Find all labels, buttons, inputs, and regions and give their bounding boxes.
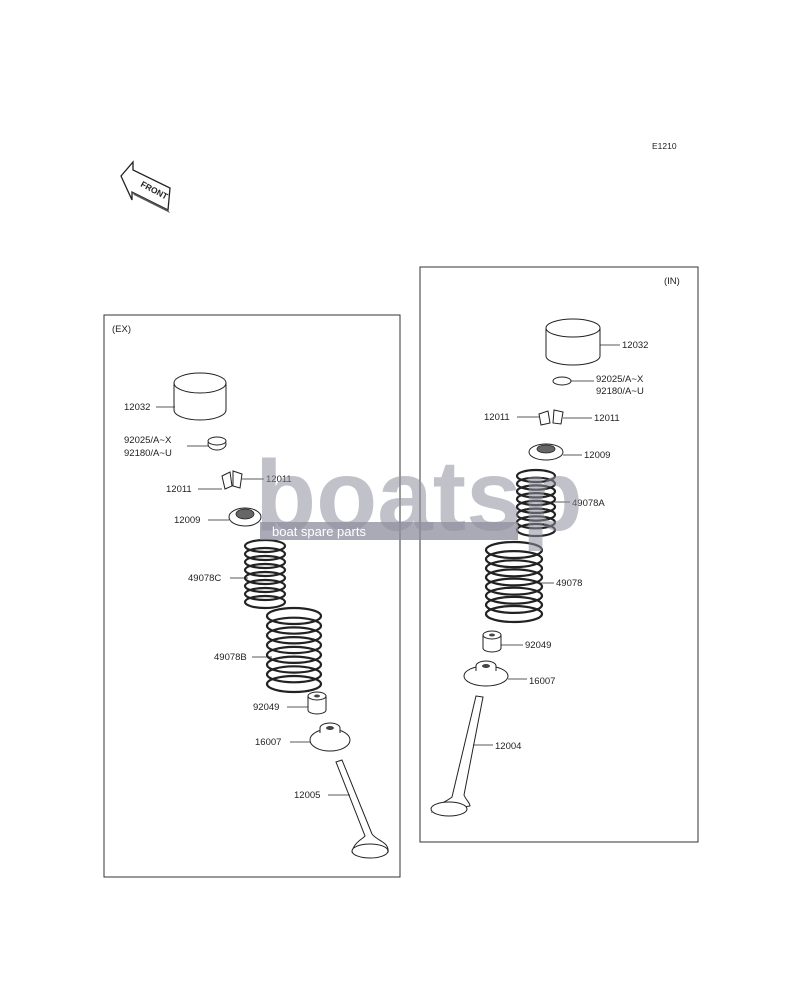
in-spring-outer-label: 49078	[556, 578, 582, 589]
panel-intake-frame	[419, 266, 699, 843]
panel-intake: (IN) 12032 92025/A~X 92180/A~U 12011 120…	[419, 266, 699, 843]
spring-coil	[265, 655, 323, 674]
watermark-band	[260, 522, 518, 540]
in-stem-seal-label: 92049	[525, 640, 551, 651]
watermark: boatsp boat spare parts	[255, 440, 583, 552]
in-spring-inner-label: 49078A	[572, 498, 605, 509]
ex-keeper-right-label: 12011	[266, 474, 292, 485]
in-keepers: 12011 12011	[484, 409, 620, 426]
panel-intake-title: (IN)	[664, 276, 680, 287]
spring-coil	[265, 616, 323, 635]
in-retainer-label: 12009	[584, 450, 610, 461]
ex-keeper-left-label: 12011	[166, 484, 192, 495]
in-tappet-label: 12032	[622, 340, 648, 351]
spring-coil	[515, 492, 557, 507]
spring-coil	[484, 595, 544, 615]
spring-coil	[243, 554, 287, 570]
spring-coil	[515, 499, 557, 514]
spring-coil	[243, 562, 287, 578]
spring-coil	[265, 665, 323, 684]
in-valve-label: 12004	[495, 741, 521, 752]
in-seat: 16007	[463, 660, 555, 687]
ex-shim-label-b: 92180/A~U	[124, 448, 172, 459]
spring-coil	[515, 507, 557, 522]
spring-coil	[515, 484, 557, 499]
in-seat-label: 16007	[529, 676, 555, 687]
spring-coil	[265, 674, 323, 694]
ex-stem-seal: 92049	[253, 691, 327, 715]
in-spring-outer: 49078	[484, 540, 582, 624]
spring-coil	[484, 559, 544, 578]
ex-seat: 16007	[255, 722, 351, 752]
in-valve: 12004	[430, 695, 521, 817]
in-tappet: 12032	[545, 318, 648, 366]
in-keeper-right-label: 12011	[594, 413, 620, 424]
spring-coil	[243, 578, 287, 594]
panel-exhaust-frame	[103, 314, 401, 878]
ex-spring-inner-label: 49078C	[188, 573, 221, 584]
in-retainer: 12009	[528, 443, 610, 461]
diagram-code: E1210	[652, 141, 677, 151]
spring-coil	[265, 635, 323, 655]
watermark-tagline: boat spare parts	[272, 524, 366, 539]
in-stem-seal: 92049	[482, 630, 551, 653]
spring-coil	[265, 645, 323, 665]
ex-valve-label: 12005	[294, 790, 320, 801]
ex-shim-label-a: 92025/A~X	[124, 435, 172, 446]
spring-coil	[265, 626, 323, 645]
ex-keepers: 12011 12011	[166, 470, 292, 495]
in-shim-label-a: 92025/A~X	[596, 374, 644, 385]
spring-coil	[515, 476, 557, 491]
ex-seat-label: 16007	[255, 737, 281, 748]
spring-coil	[484, 549, 544, 569]
ex-valve: 12005	[294, 759, 389, 859]
spring-coil	[243, 594, 287, 610]
ex-spring-outer-label: 49078B	[214, 652, 247, 663]
in-shim-label-b: 92180/A~U	[596, 386, 644, 397]
ex-tappet: 12032	[124, 372, 227, 421]
spring-coil	[515, 468, 557, 484]
spring-coil	[484, 604, 544, 624]
ex-spring-outer: 49078B	[214, 606, 323, 694]
in-spring-inner: 49078A	[515, 468, 605, 538]
spring-coil	[484, 577, 544, 596]
spring-coil	[265, 606, 323, 626]
spring-coil	[484, 540, 544, 560]
in-keeper-left-label: 12011	[484, 412, 510, 423]
spring-coil	[484, 568, 544, 587]
in-shim: 92025/A~X 92180/A~U	[552, 374, 644, 397]
ex-retainer: 12009	[174, 507, 262, 527]
spring-coil	[484, 586, 544, 605]
panel-exhaust: (EX) 12032 92025/A~X 92180/A~U 12011 120…	[103, 314, 401, 878]
ex-shim: 92025/A~X 92180/A~U	[124, 435, 227, 459]
ex-tappet-label: 12032	[124, 402, 150, 413]
panel-exhaust-title: (EX)	[112, 324, 131, 335]
spring-coil	[243, 586, 287, 602]
front-arrow-icon: FRONT	[120, 160, 171, 213]
spring-coil	[243, 546, 287, 562]
ex-stem-seal-label: 92049	[253, 702, 279, 713]
ex-spring-inner: 49078C	[188, 538, 287, 610]
ex-retainer-label: 12009	[174, 515, 200, 526]
